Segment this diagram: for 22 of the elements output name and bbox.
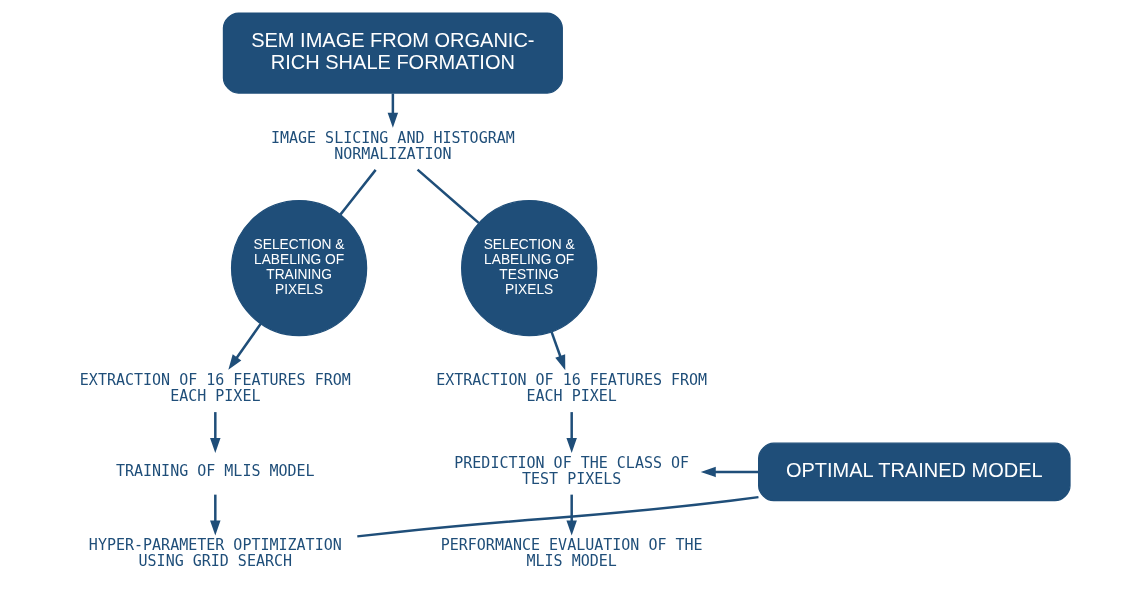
- arrow: [227, 323, 262, 370]
- arrow: [700, 466, 759, 478]
- node-text: EXTRACTION OF 16 FEATURES FROM EACH PIXEL: [435, 371, 707, 406]
- connector: [416, 168, 480, 224]
- node-text: PERFORMANCE EVALUATION OF THE MLIS MODEL: [440, 536, 703, 571]
- node-circle: SELECTION & LABELING OF TRAINING PIXELS: [230, 199, 367, 337]
- node-text: TRAINING OF MLIS MODEL: [115, 461, 315, 480]
- node-box: SEM IMAGE FROM ORGANIC-RICH SHALE FORMATION: [222, 12, 563, 94]
- connector: [338, 169, 377, 216]
- arrow: [209, 412, 221, 453]
- arrow: [549, 331, 565, 371]
- arrow: [209, 494, 221, 536]
- node-text: EXTRACTION OF 16 FEATURES FROM EACH PIXEL: [79, 371, 351, 406]
- arrow: [387, 93, 398, 128]
- node-text: IMAGE SLICING AND HISTOGRAM NORMALIZATION: [270, 128, 515, 163]
- arrow: [565, 412, 577, 453]
- node-box: OPTIMAL TRAINED MODEL: [757, 442, 1071, 502]
- connector: [356, 495, 759, 538]
- node-text: PREDICTION OF THE CLASS OF TEST PIXELS: [453, 453, 689, 488]
- node-text: HYPER-PARAMETER OPTIMIZATION USING GRID SEARCH: [88, 536, 342, 571]
- node-circle: SELECTION & LABELING OF TESTING PIXELS: [460, 199, 597, 337]
- arrow: [565, 494, 577, 536]
